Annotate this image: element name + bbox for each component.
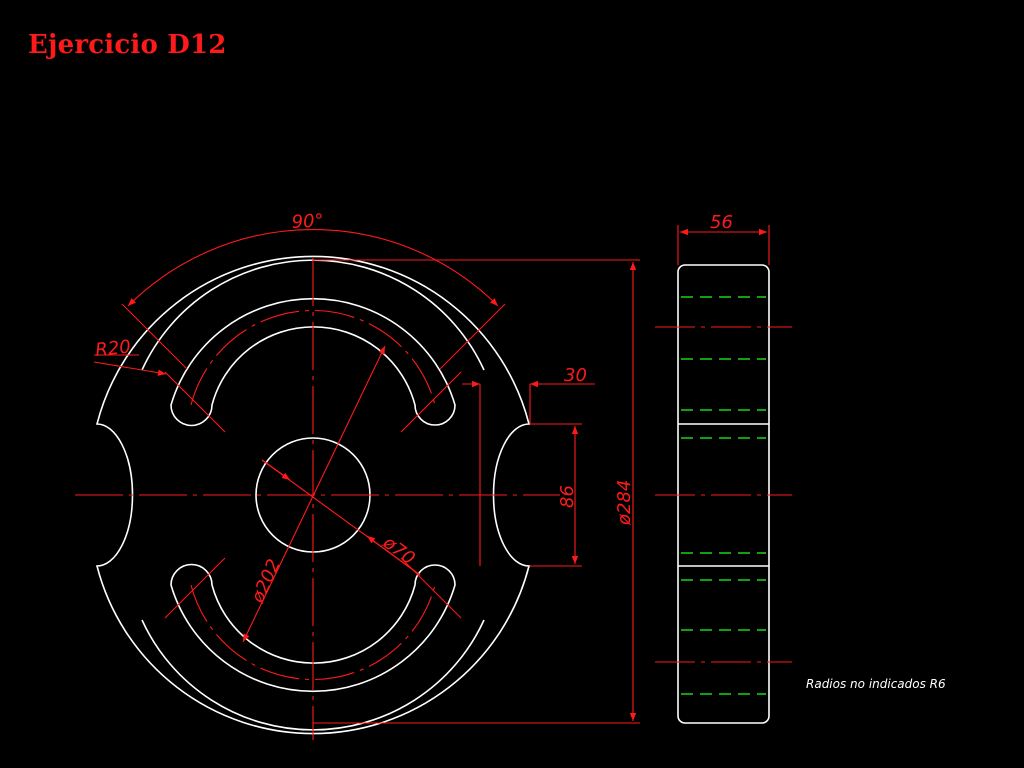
bottom-slot-centerline xyxy=(190,584,436,681)
d202-dim-line xyxy=(242,345,386,643)
hidden-lines xyxy=(681,296,766,695)
notch-offset-label: 30 xyxy=(564,365,587,386)
thickness-label: 56 xyxy=(710,212,733,233)
d202-label: ø202 xyxy=(247,556,285,607)
angle-dim-arc xyxy=(127,229,499,307)
d284-label: ø284 xyxy=(614,480,635,526)
d284-dimension xyxy=(313,259,640,724)
thickness-dimension xyxy=(677,225,770,265)
notch-height-label: 86 xyxy=(557,485,578,508)
side-view-outline xyxy=(677,264,770,724)
front-view: 90° R20 ø202 ø70 ø284 xyxy=(75,210,640,740)
radius-note: Radios no indicados R6 xyxy=(806,677,946,691)
slot-end-crosses xyxy=(121,303,506,619)
r20-label: R20 xyxy=(94,336,131,361)
r20-leader: R20 xyxy=(93,336,167,376)
side-centerlines xyxy=(655,326,792,663)
bottom-slot xyxy=(170,563,456,693)
side-view: 56 xyxy=(655,212,792,724)
d70-label: ø70 xyxy=(378,532,419,570)
notch-offset-dimension xyxy=(462,380,595,566)
top-slot-centerline xyxy=(190,309,436,406)
page-title: Ejercicio D12 xyxy=(28,30,227,60)
notch-height-dimension xyxy=(530,423,582,567)
angle-dim-label: 90° xyxy=(291,210,324,233)
